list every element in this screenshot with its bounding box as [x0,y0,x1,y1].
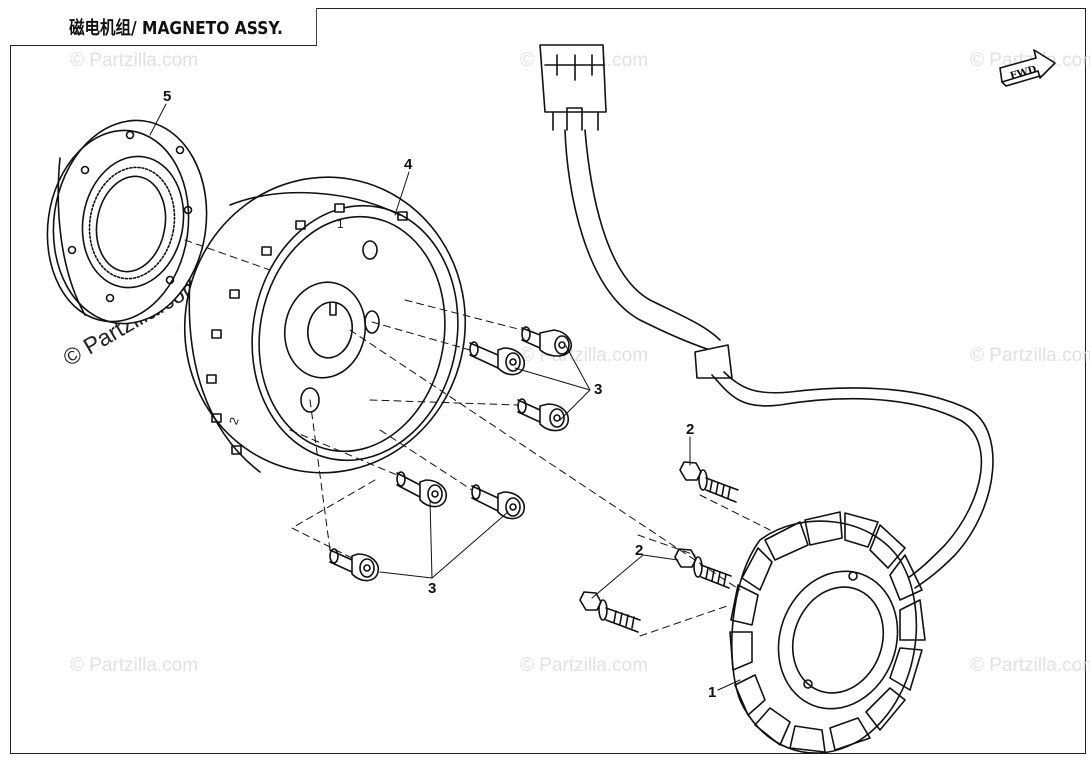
flywheel-rotor [183,176,467,474]
callout-2: 2 [635,542,643,559]
socket-screw [521,326,572,357]
callout-5: 5 [163,88,171,105]
assembly-guide-lines [184,239,741,591]
wiring-harness [539,44,994,589]
socket-screw [396,471,448,508]
fwd-arrow-icon [999,49,1056,87]
flange-bolt [679,461,739,503]
flange-bolt [579,591,641,633]
socket-screw [469,341,526,376]
flange-bolt [674,548,732,589]
starter-clutch [46,119,208,325]
callout-1: 1 [708,684,716,701]
stator [729,511,926,754]
callout-leaders [149,103,771,691]
socket-screw [471,484,526,520]
diagram-title: 磁电机组/ MAGNETO ASSY. [10,8,318,46]
callout-3: 3 [428,580,436,597]
socket-screw [517,398,570,432]
drawing-frame [10,8,1086,754]
flywheel-mark-1: 1 [337,217,344,231]
socket-screw [329,548,380,582]
callout-2: 2 [686,421,694,438]
callout-3: 3 [594,381,602,398]
flywheel-mark-2: 2 [226,415,242,426]
callout-4: 4 [404,156,413,173]
